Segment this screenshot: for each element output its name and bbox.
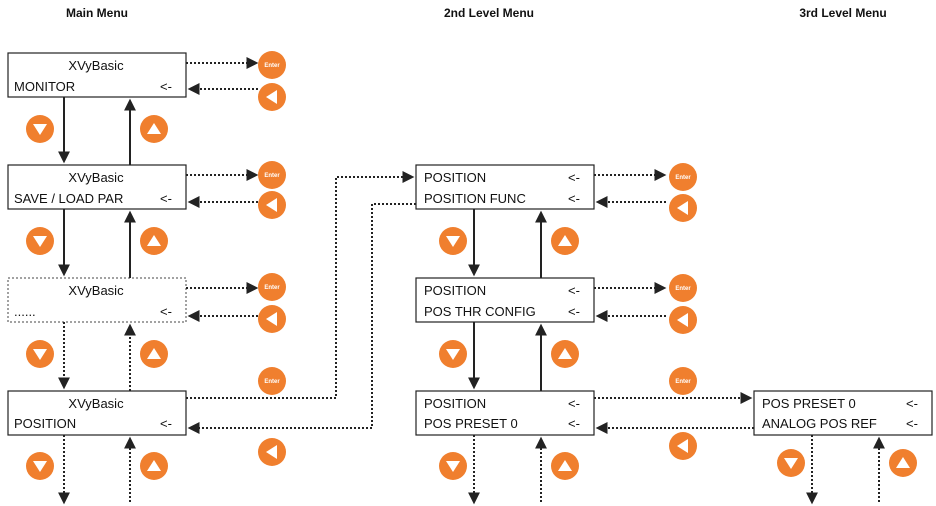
enter-label: Enter xyxy=(675,175,691,181)
menu-line1: XVyBasic xyxy=(68,170,124,185)
up-arrow-icon[interactable] xyxy=(551,452,579,480)
up-arrow-icon[interactable] xyxy=(140,340,168,368)
menu-arrow2: <- xyxy=(906,416,918,431)
menu-arrow1: <- xyxy=(568,170,580,185)
up-arrow-icon[interactable] xyxy=(551,340,579,368)
back-arrow-icon[interactable] xyxy=(669,306,697,334)
menu-line1: POSITION xyxy=(424,283,486,298)
menu-arrow1: <- xyxy=(568,283,580,298)
back-arrow-icon[interactable] xyxy=(669,194,697,222)
menu-box-pos-preset[interactable]: POSITION <- POS PRESET 0 <- xyxy=(415,390,595,436)
menu-line2: SAVE / LOAD PAR xyxy=(14,191,123,206)
menu-box-position-func[interactable]: POSITION <- POSITION FUNC <- xyxy=(415,164,595,210)
back-arrow-icon[interactable] xyxy=(669,432,697,460)
menu-line2: POSITION xyxy=(14,416,76,431)
enter-label: Enter xyxy=(264,173,280,179)
enter-label: Enter xyxy=(264,63,280,69)
back-arrow-icon[interactable] xyxy=(258,191,286,219)
back-arrow-icon[interactable] xyxy=(258,438,286,466)
menu-line2: POS THR CONFIG xyxy=(424,304,536,319)
enter-label: Enter xyxy=(264,379,280,385)
menu-line2: ...... xyxy=(14,304,36,319)
menu-box-third-level[interactable]: POS PRESET 0 <- ANALOG POS REF <- xyxy=(753,390,933,436)
menu-box-ellipsis[interactable]: XVyBasic ...... <- xyxy=(7,277,187,323)
menu-line2: MONITOR xyxy=(14,79,75,94)
back-connector-line xyxy=(187,203,416,434)
menu-line2: ANALOG POS REF xyxy=(762,416,877,431)
down-arrow-icon[interactable] xyxy=(26,115,54,143)
back-arrow-icon[interactable] xyxy=(258,83,286,111)
enter-label: Enter xyxy=(675,379,691,385)
menu-line1: XVyBasic xyxy=(68,396,124,411)
menu-box-save-load[interactable]: XVyBasic SAVE / LOAD PAR <- xyxy=(7,164,187,210)
menu-arrow: <- xyxy=(160,416,172,431)
enter-label: Enter xyxy=(675,286,691,292)
up-arrow-icon[interactable] xyxy=(889,449,917,477)
down-arrow-icon[interactable] xyxy=(26,340,54,368)
menu-box-pos-thr-config[interactable]: POSITION <- POS THR CONFIG <- xyxy=(415,277,595,323)
back-arrow-icon[interactable] xyxy=(258,305,286,333)
menu-box-monitor[interactable]: XVyBasic MONITOR <- xyxy=(7,52,187,98)
down-arrow-icon[interactable] xyxy=(26,452,54,480)
down-arrow-icon[interactable] xyxy=(439,227,467,255)
menu-arrow2: <- xyxy=(568,416,580,431)
menu-line2: POS PRESET 0 xyxy=(424,416,518,431)
enter-label: Enter xyxy=(264,285,280,291)
third-level-header: 3rd Level Menu xyxy=(799,6,886,20)
menu-line1: XVyBasic xyxy=(68,283,124,298)
up-arrow-icon[interactable] xyxy=(551,227,579,255)
down-arrow-icon[interactable] xyxy=(439,340,467,368)
main-menu-header: Main Menu xyxy=(66,6,128,20)
up-arrow-icon[interactable] xyxy=(140,227,168,255)
menu-box-position[interactable]: XVyBasic POSITION <- xyxy=(7,390,187,436)
down-arrow-icon[interactable] xyxy=(777,449,805,477)
menu-line2: POSITION FUNC xyxy=(424,191,526,206)
menu-arrow1: <- xyxy=(906,396,918,411)
up-arrow-icon[interactable] xyxy=(140,115,168,143)
menu-arrow1: <- xyxy=(568,396,580,411)
menu-arrow: <- xyxy=(160,304,172,319)
menu-arrow2: <- xyxy=(568,304,580,319)
menu-arrow2: <- xyxy=(568,191,580,206)
menu-line1: POS PRESET 0 xyxy=(762,396,856,411)
menu-arrow: <- xyxy=(160,79,172,94)
menu-line1: POSITION xyxy=(424,170,486,185)
menu-arrow: <- xyxy=(160,191,172,206)
menu-line1: XVyBasic xyxy=(68,58,124,73)
second-level-header: 2nd Level Menu xyxy=(444,6,534,20)
up-arrow-icon[interactable] xyxy=(140,452,168,480)
menu-line1: POSITION xyxy=(424,396,486,411)
down-arrow-icon[interactable] xyxy=(439,452,467,480)
down-arrow-icon[interactable] xyxy=(26,227,54,255)
enter-connector-line xyxy=(186,171,415,399)
